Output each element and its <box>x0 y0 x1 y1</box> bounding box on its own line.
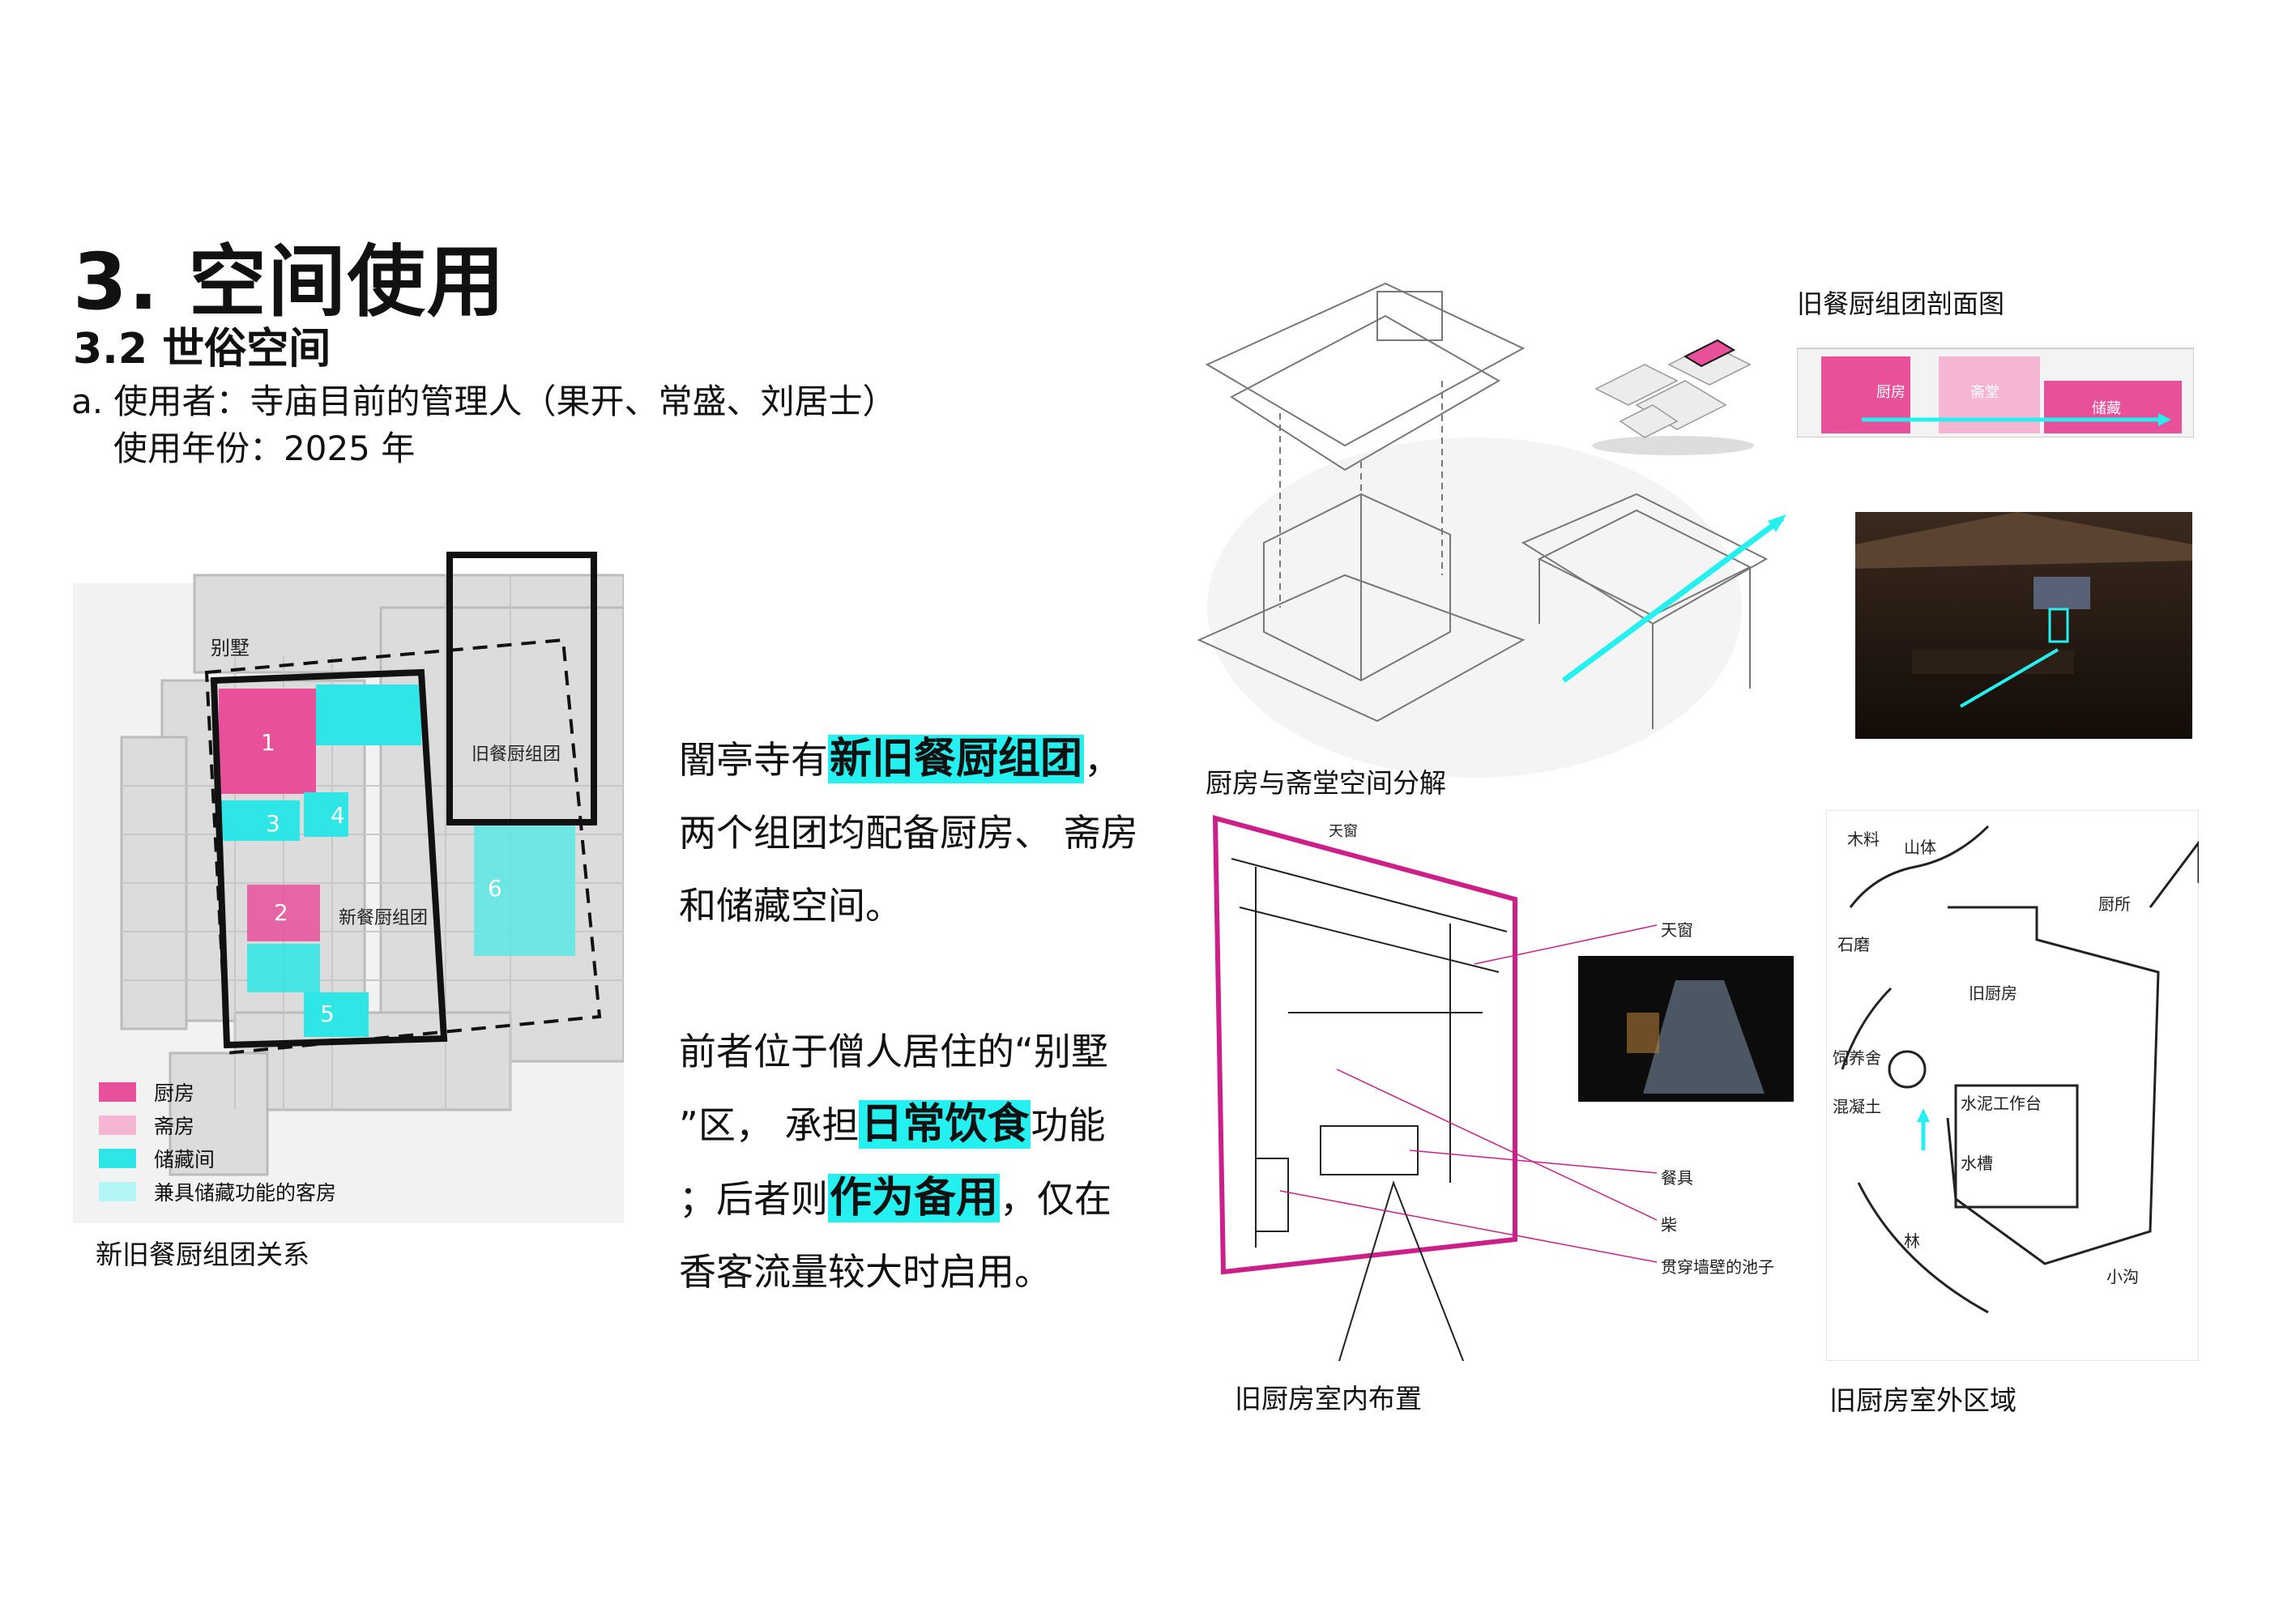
interior-caption: 旧厨房室内布置 <box>1235 1383 1422 1414</box>
storage-room-4 <box>304 792 348 837</box>
outdoor-note-toilet: 厨所 <box>2098 894 2131 914</box>
room-number-3: 3 <box>266 810 280 837</box>
section-label-storage: 储藏 <box>2092 400 2121 417</box>
highlight-backup: 作为备用 <box>828 1174 1001 1222</box>
villa-dashed-frame <box>204 638 602 1056</box>
section-drawing <box>1797 348 2194 437</box>
legend-label-kitchen: 厨房 <box>154 1081 195 1105</box>
villa-label: 别墅 <box>211 637 250 659</box>
room-number-1: 1 <box>261 729 275 756</box>
exterior-sketch <box>1826 810 2199 1361</box>
section-subtitle: 3.2 世俗空间 <box>73 325 331 373</box>
paragraph-2-line-1: 前者位于僧人居住的“别墅 <box>679 1030 1108 1073</box>
paragraph-1-line-1: 闇亭寺有新旧餐厨组团， <box>679 735 1122 783</box>
room-number-6: 6 <box>488 875 502 902</box>
storage-room-3 <box>219 800 300 841</box>
legend-dining: 斋房 <box>99 1111 194 1140</box>
storage-room-5a <box>247 944 320 992</box>
new-group-label: 新餐厨组团 <box>339 908 429 928</box>
sketch-label-firewood: 柴 <box>1661 1215 1677 1235</box>
paragraph-1-line-3: 和储藏空间。 <box>679 884 903 928</box>
axon-flow-arrow <box>1561 516 1785 683</box>
section-title: 旧餐厨组团剖面图 <box>1797 288 2005 319</box>
legend-swatch-storage <box>99 1149 136 1168</box>
outdoor-note-millstone: 石磨 <box>1837 935 1870 954</box>
kitchen-room-1 <box>219 689 316 794</box>
massing-highlight <box>1683 339 1736 368</box>
outdoor-note-workbench: 水泥工作台 <box>1961 1094 2042 1113</box>
outdoor-note-ditch: 小沟 <box>2106 1267 2139 1286</box>
outdoor-note-mountain: 山体 <box>1904 838 1936 857</box>
outdoor-note-livestock: 饲养舍 <box>1833 1048 1881 1068</box>
legend-swatch-guest <box>99 1182 136 1201</box>
site-plan-drawing <box>73 552 624 1223</box>
storage-room-top <box>316 685 421 745</box>
axonometric-exploded-drawing <box>1197 282 1786 778</box>
legend-swatch-dining <box>99 1116 136 1135</box>
room-number-2: 2 <box>274 899 288 926</box>
kitchen-room-2 <box>247 885 320 941</box>
room-number-5: 5 <box>320 1000 335 1027</box>
legend-guest: 兼具储藏功能的客房 <box>99 1177 336 1206</box>
legend-swatch-kitchen <box>99 1082 136 1102</box>
highlight-kitchen-groups: 新旧餐厨组团 <box>828 735 1085 783</box>
interior-photo <box>1855 512 2192 739</box>
year-line: 使用年份：2025 年 <box>113 429 416 468</box>
legend-label-guest: 兼具储藏功能的客房 <box>154 1181 337 1205</box>
legend-storage: 储藏间 <box>99 1144 215 1173</box>
storage-room-5 <box>304 992 369 1037</box>
legend-label-dining: 斋房 <box>154 1115 195 1138</box>
guest-room-6 <box>474 822 575 956</box>
outdoor-note-old-kitchen: 旧厨房 <box>1969 983 2017 1003</box>
old-group-label: 旧餐厨组团 <box>472 744 561 765</box>
sketch-top-note: 天窗 <box>1329 823 1358 840</box>
description-text: 闇亭寺有新旧餐厨组团， 两个组团均配备厨房、 斋房 和储藏空间。 前者位于僧人居… <box>679 723 1181 1308</box>
skylight-photo <box>1578 956 1794 1102</box>
massing-model <box>1592 339 1754 455</box>
plan-caption: 新旧餐厨组团关系 <box>96 1239 309 1270</box>
legend-kitchen: 厨房 <box>99 1077 194 1107</box>
interior-sketch <box>1212 815 1658 1361</box>
sketch-label-skylight: 天窗 <box>1661 920 1693 940</box>
outdoor-note-concrete: 混凝土 <box>1833 1097 1881 1116</box>
outdoor-note-sink: 水槽 <box>1961 1154 1993 1173</box>
outdoor-note-forest: 林 <box>1904 1231 1920 1251</box>
old-group-frame <box>446 552 597 825</box>
new-group-frame <box>210 668 448 1049</box>
page-title: 3. 空间使用 <box>73 237 506 327</box>
user-line: a. 使用者：寺庙目前的管理人（果开、常盛、刘居士） <box>71 382 897 421</box>
axon-caption: 厨房与斋堂空间分解 <box>1206 767 1446 799</box>
paragraph-1-line-2: 两个组团均配备厨房、 斋房 <box>679 811 1138 855</box>
paragraph-3-line-1: ；后者则作为备用，仅在 <box>679 1174 1112 1222</box>
paragraph-2-line-2: ”区， 承担日常饮食功能 <box>679 1100 1106 1149</box>
room-number-4: 4 <box>331 802 345 829</box>
site-plan: 别墅 旧餐厨组团 新餐厨组团 1 2 3 4 5 6 <box>73 494 624 1223</box>
sketch-label-tableware: 餐具 <box>1661 1168 1693 1188</box>
exterior-caption: 旧厨房室外区域 <box>1829 1384 2016 1416</box>
section-label-kitchen: 厨房 <box>1876 384 1906 401</box>
legend-label-storage: 储藏间 <box>154 1148 216 1171</box>
outdoor-note-timber: 木料 <box>1847 830 1880 849</box>
highlight-daily-meals: 日常饮食 <box>859 1100 1031 1149</box>
section-label-dining: 斋堂 <box>1970 384 1999 401</box>
paragraph-3-line-2: 香客流量较大时启用。 <box>679 1250 1052 1294</box>
sketch-label-pool: 贯穿墙壁的池子 <box>1661 1257 1774 1277</box>
